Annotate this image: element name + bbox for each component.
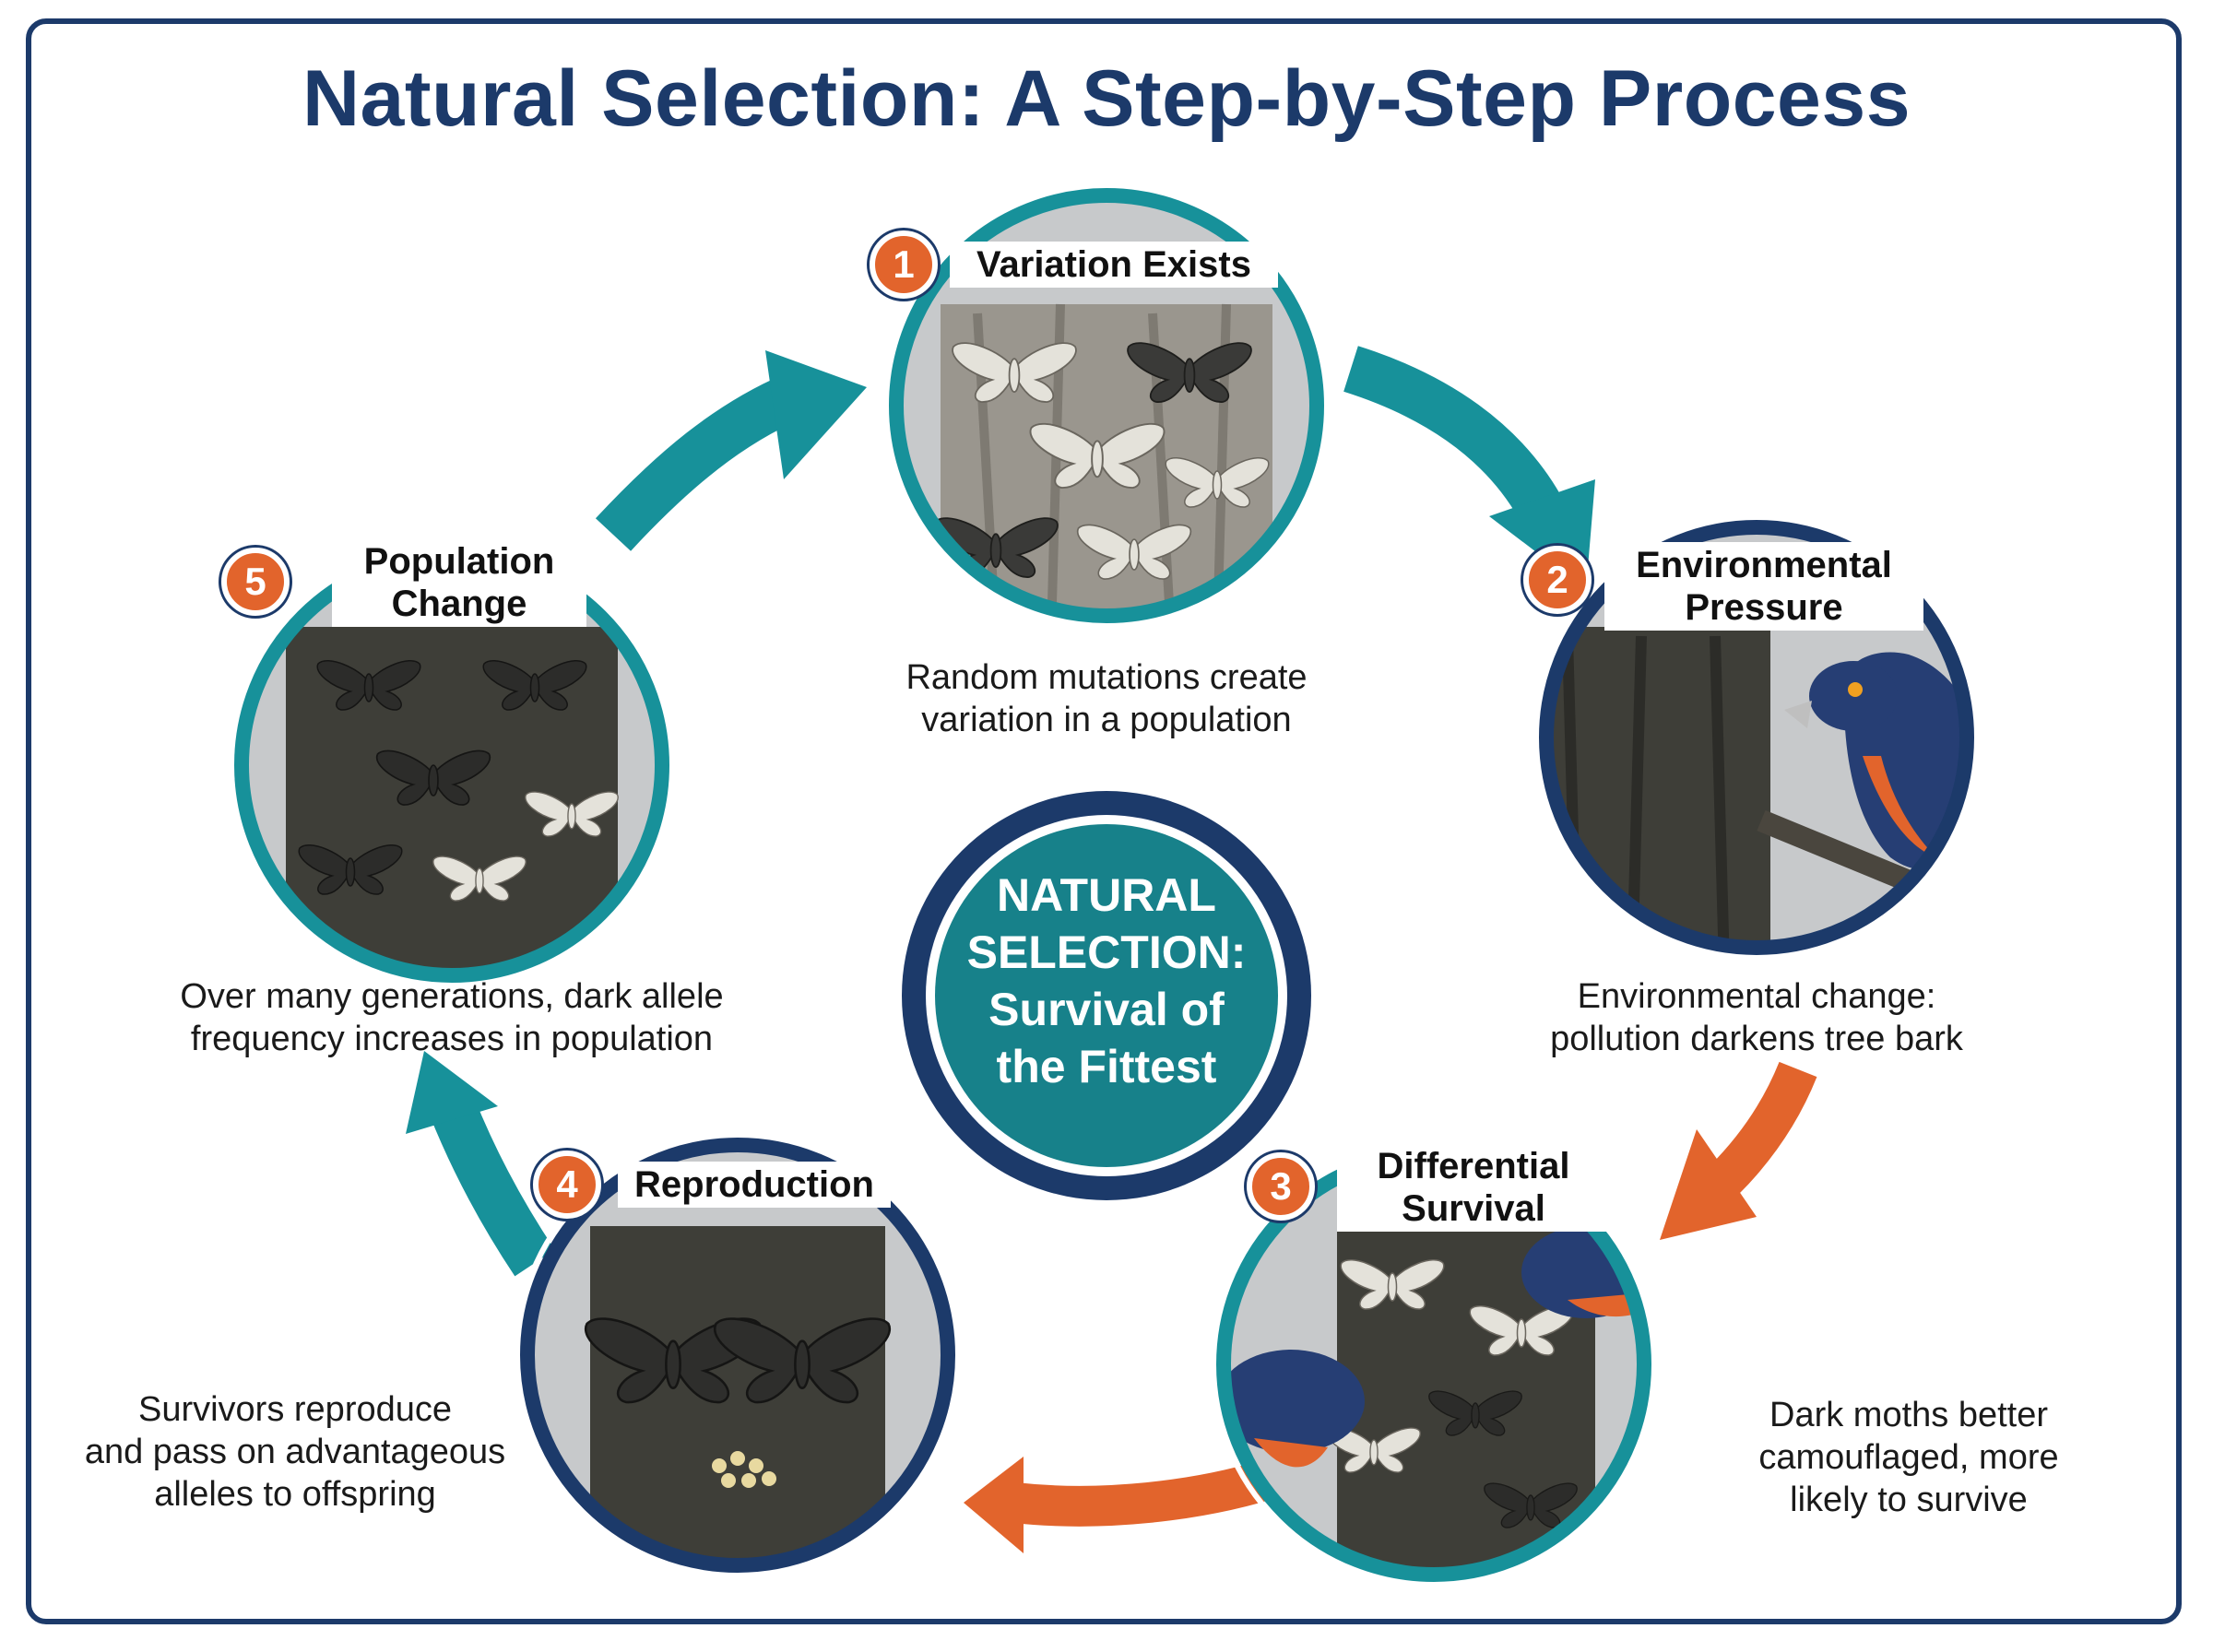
arrow-3-to-4 xyxy=(964,1456,1288,1553)
step-3-caption-line-1: Dark moths better xyxy=(1769,1396,2048,1434)
step-2-caption: Environmental change: pollution darkens … xyxy=(1494,975,2019,1060)
center-line-1: NATURAL xyxy=(997,869,1216,921)
step-3-title: Differential Survival xyxy=(1337,1143,1610,1232)
center-label: NATURAL SELECTION: Survival of the Fitte… xyxy=(922,867,1291,1095)
step-3-title-line-1: Differential xyxy=(1377,1146,1570,1186)
page-title: Natural Selection: A Step-by-Step Proces… xyxy=(302,54,1911,143)
step-3-title-line-2: Survival xyxy=(1402,1188,1545,1229)
step-1-title: Variation Exists xyxy=(950,242,1278,288)
step-3-caption-line-2: camouflaged, more xyxy=(1758,1438,2059,1477)
step-5-caption-line-1: Over many generations, dark allele xyxy=(180,977,724,1016)
step-2-badge: 2 xyxy=(1523,546,1592,614)
center-circle xyxy=(902,791,1311,1200)
arrow-4-to-5 xyxy=(406,1051,555,1277)
egg-cluster xyxy=(712,1451,776,1488)
step-5-title-line-1: Population xyxy=(363,541,555,582)
step-1-badge: 1 xyxy=(870,230,938,299)
step-1-caption-line-2: variation in a population xyxy=(921,701,1292,739)
step-4-title-line-1: Reproduction xyxy=(634,1164,874,1205)
outer-frame xyxy=(26,18,2182,1624)
step-2-title-line-2: Pressure xyxy=(1685,587,1843,628)
step-4-caption-line-1: Survivors reproduce xyxy=(137,1390,453,1429)
hawk-icon xyxy=(1224,1226,1644,1468)
step-1-title-line-1: Variation Exists xyxy=(976,244,1251,285)
center-line-3: Survival of xyxy=(988,984,1225,1035)
step-5-title-line-2: Change xyxy=(391,584,527,624)
step-2-caption-line-2: pollution darkens tree bark xyxy=(1550,1020,1963,1058)
step-5-caption: Over many generations, dark allele frequ… xyxy=(148,975,756,1060)
step-3-caption: Dark moths better camouflaged, more like… xyxy=(1678,1394,2139,1521)
step-2-title: Environmental Pressure xyxy=(1604,542,1923,631)
step-4-caption-line-2: and pass on advantageous xyxy=(84,1433,506,1471)
center-line-4: the Fittest xyxy=(996,1041,1217,1092)
step-4-caption: Survivors reproduce and pass on advantag… xyxy=(55,1388,535,1516)
step-1-caption: Random mutations create variation in a p… xyxy=(830,656,1383,741)
step-5-badge: 5 xyxy=(221,548,290,616)
step-2-caption-line-1: Environmental change: xyxy=(1577,977,1936,1016)
arrow-2-to-3 xyxy=(1660,1061,1817,1240)
step-4-illustration xyxy=(514,1131,962,1579)
step-4-title: Reproduction xyxy=(618,1162,891,1208)
step-1-caption-line-1: Random mutations create xyxy=(905,658,1308,697)
step-5-title: Population Change xyxy=(332,538,586,627)
step-4-badge: 4 xyxy=(533,1150,601,1219)
step-3-caption-line-3: likely to survive xyxy=(1790,1481,2028,1519)
step-2-title-line-1: Environmental xyxy=(1636,545,1892,585)
arrow-5-to-1 xyxy=(595,350,867,551)
center-line-2: SELECTION: xyxy=(966,926,1247,978)
step-4-caption-line-3: alleles to offspring xyxy=(154,1475,436,1514)
step-5-caption-line-2: frequency increases in population xyxy=(190,1020,714,1058)
step-3-badge: 3 xyxy=(1247,1152,1315,1221)
